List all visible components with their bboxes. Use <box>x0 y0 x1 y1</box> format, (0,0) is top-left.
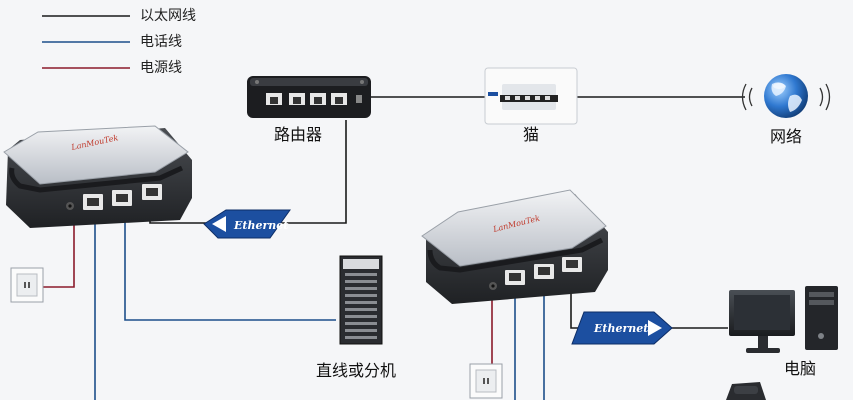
modem-device <box>484 67 578 125</box>
left-wall-socket <box>10 267 44 303</box>
wire-left-power <box>43 215 75 288</box>
telephone-device <box>726 382 766 400</box>
splitter-label: 直线或分机 <box>316 361 397 380</box>
internet-label: 网络 <box>770 127 803 146</box>
right-wall-socket <box>469 363 503 399</box>
router-device <box>247 76 371 118</box>
wire-left-device-splitter <box>124 200 336 321</box>
ethernet-badge-left: Ethernet <box>203 209 291 239</box>
splitter-rack <box>339 255 383 345</box>
left-adapter-device: LanMouTek <box>3 125 192 228</box>
ethernet-badge-left-label: Ethernet <box>233 219 288 232</box>
router-label: 路由器 <box>274 125 323 144</box>
globe-icon <box>741 74 831 118</box>
right-adapter-device: LanMouTek <box>421 189 608 304</box>
computer-label: 电脑 <box>784 359 817 378</box>
computer-device <box>729 286 838 353</box>
legend-phone-label: 电话线 <box>140 34 182 50</box>
ethernet-badge-right-label: Ethernet <box>593 322 648 335</box>
legend-ethernet-label: 以太网线 <box>140 8 196 24</box>
legend-power-label: 电源线 <box>140 60 182 76</box>
modem-label: 猫 <box>523 125 540 144</box>
ethernet-badge-right: Ethernet <box>571 311 673 345</box>
